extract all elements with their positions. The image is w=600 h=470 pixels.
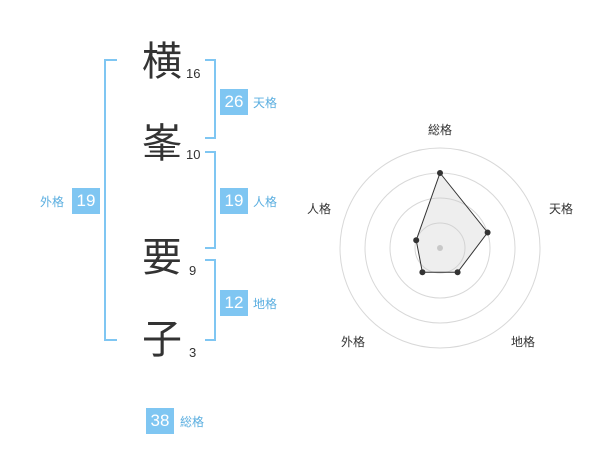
radar-ring-4 <box>339 147 541 349</box>
radar-ring-1 <box>414 222 466 274</box>
name-char-1: 横 <box>142 39 182 85</box>
soukaku-label: 総格 <box>180 415 205 429</box>
stroke-count-2: 10 <box>186 147 201 162</box>
stroke-count-4: 3 <box>189 345 197 360</box>
radar-label-tenkaku: 天格 <box>549 202 574 216</box>
chikaku-bracket <box>205 259 216 341</box>
radar-label-chikaku: 地格 <box>511 335 536 349</box>
radar-label-jinkaku: 人格 <box>307 202 332 216</box>
tenkaku-badge: 26 <box>220 89 248 115</box>
jinkaku-badge: 19 <box>220 188 248 214</box>
name-char-3: 要 <box>142 235 182 281</box>
gaikaku-label: 外格 <box>40 195 65 209</box>
radar-point-4 <box>413 237 420 244</box>
radar-shape <box>413 170 491 276</box>
gaikaku-badge: 19 <box>72 188 100 214</box>
stroke-count-1: 16 <box>186 66 201 81</box>
radar-point-0 <box>437 170 443 176</box>
radar-label-soukaku: 総格 <box>428 123 453 137</box>
radar-point-1 <box>484 229 491 236</box>
jinkaku-label: 人格 <box>253 195 278 209</box>
name-char-4: 子 <box>142 317 182 363</box>
radar-label-gaikaku: 外格 <box>341 335 366 349</box>
gaikaku-bracket <box>104 59 117 341</box>
jinkaku-bracket <box>205 151 216 249</box>
radar-ring-2 <box>389 197 491 299</box>
soukaku-badge: 38 <box>146 408 174 434</box>
radar-point-2 <box>454 269 461 276</box>
tenkaku-bracket <box>205 59 216 139</box>
radar-rings <box>339 147 541 349</box>
radar-center-dot <box>437 245 443 251</box>
radar-polygon <box>415 171 489 273</box>
stroke-count-3: 9 <box>189 263 197 278</box>
chikaku-label: 地格 <box>253 297 278 311</box>
tenkaku-label: 天格 <box>253 96 278 110</box>
name-char-2: 峯 <box>142 121 182 167</box>
chikaku-badge: 12 <box>220 290 248 316</box>
radar-point-3 <box>419 269 426 276</box>
